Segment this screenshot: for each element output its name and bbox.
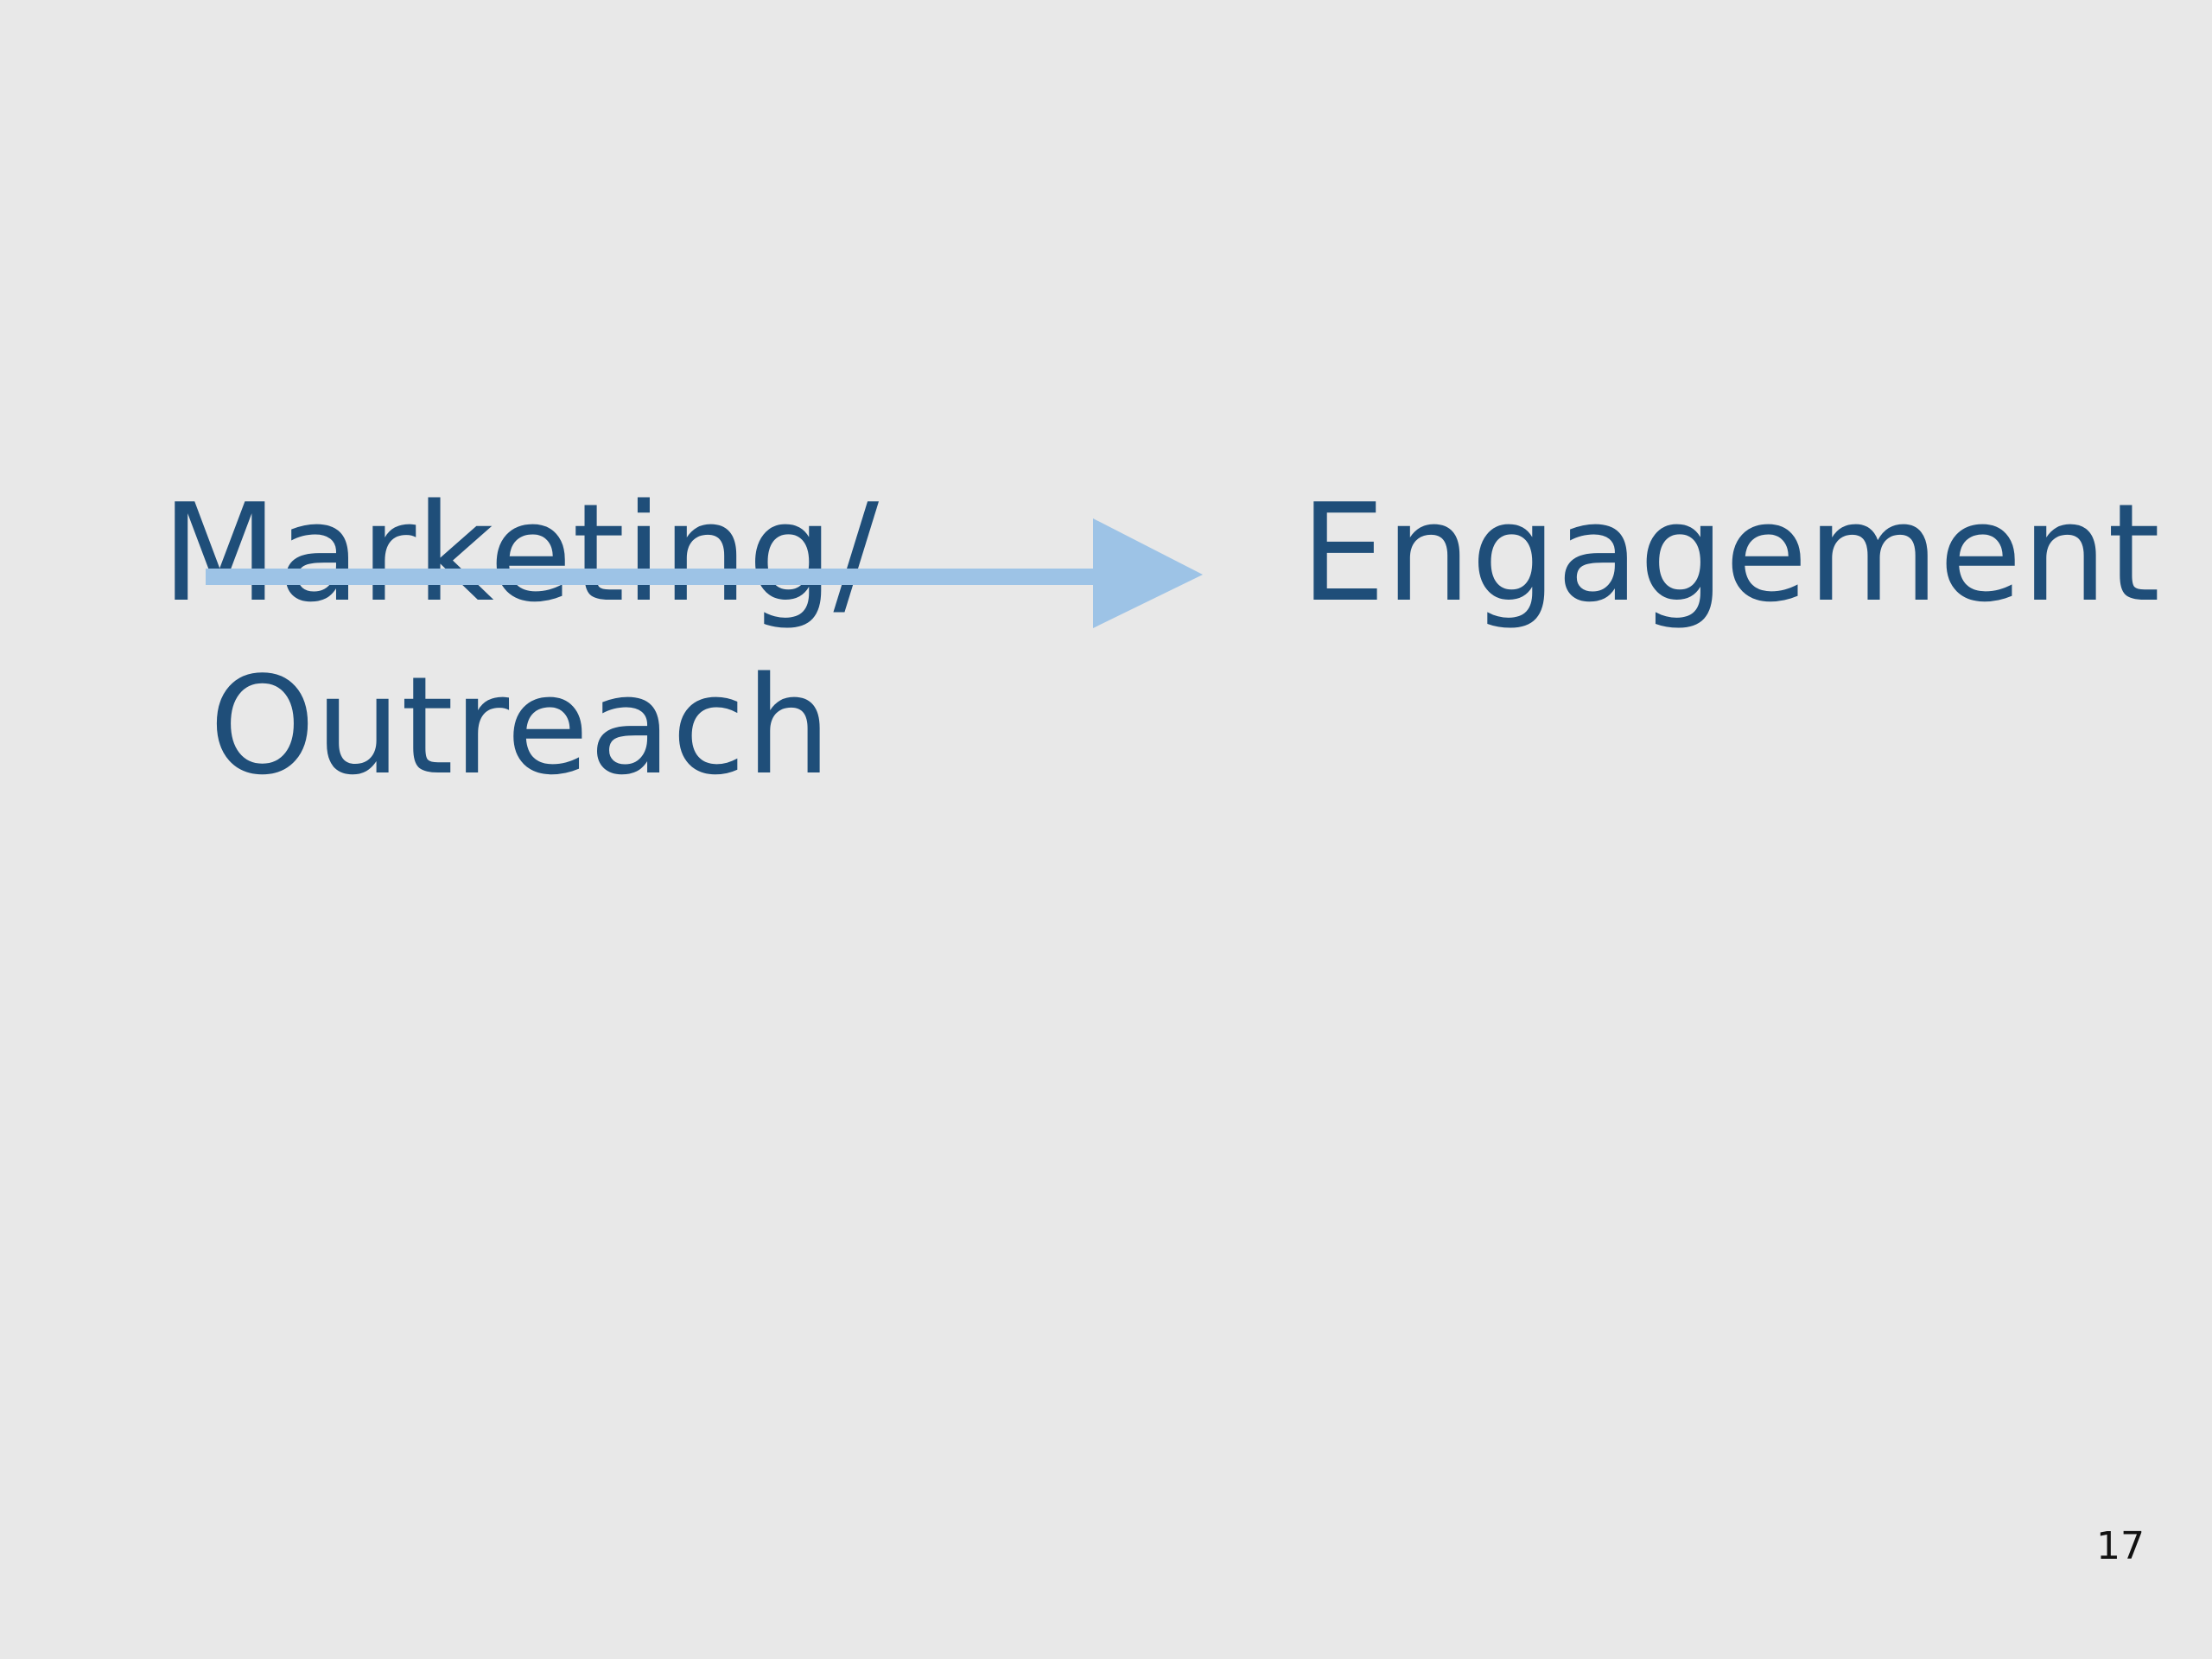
arrow-head bbox=[1093, 518, 1203, 628]
source-term-line-outreach: Outreach bbox=[209, 647, 831, 804]
target-term-engagement: Engagement bbox=[1300, 474, 2161, 632]
source-term-line-marketing: Marketing/ bbox=[161, 474, 880, 632]
page-number: 17 bbox=[2096, 1524, 2145, 1568]
source-term-marketing-outreach: Marketing/ Outreach bbox=[131, 467, 909, 812]
